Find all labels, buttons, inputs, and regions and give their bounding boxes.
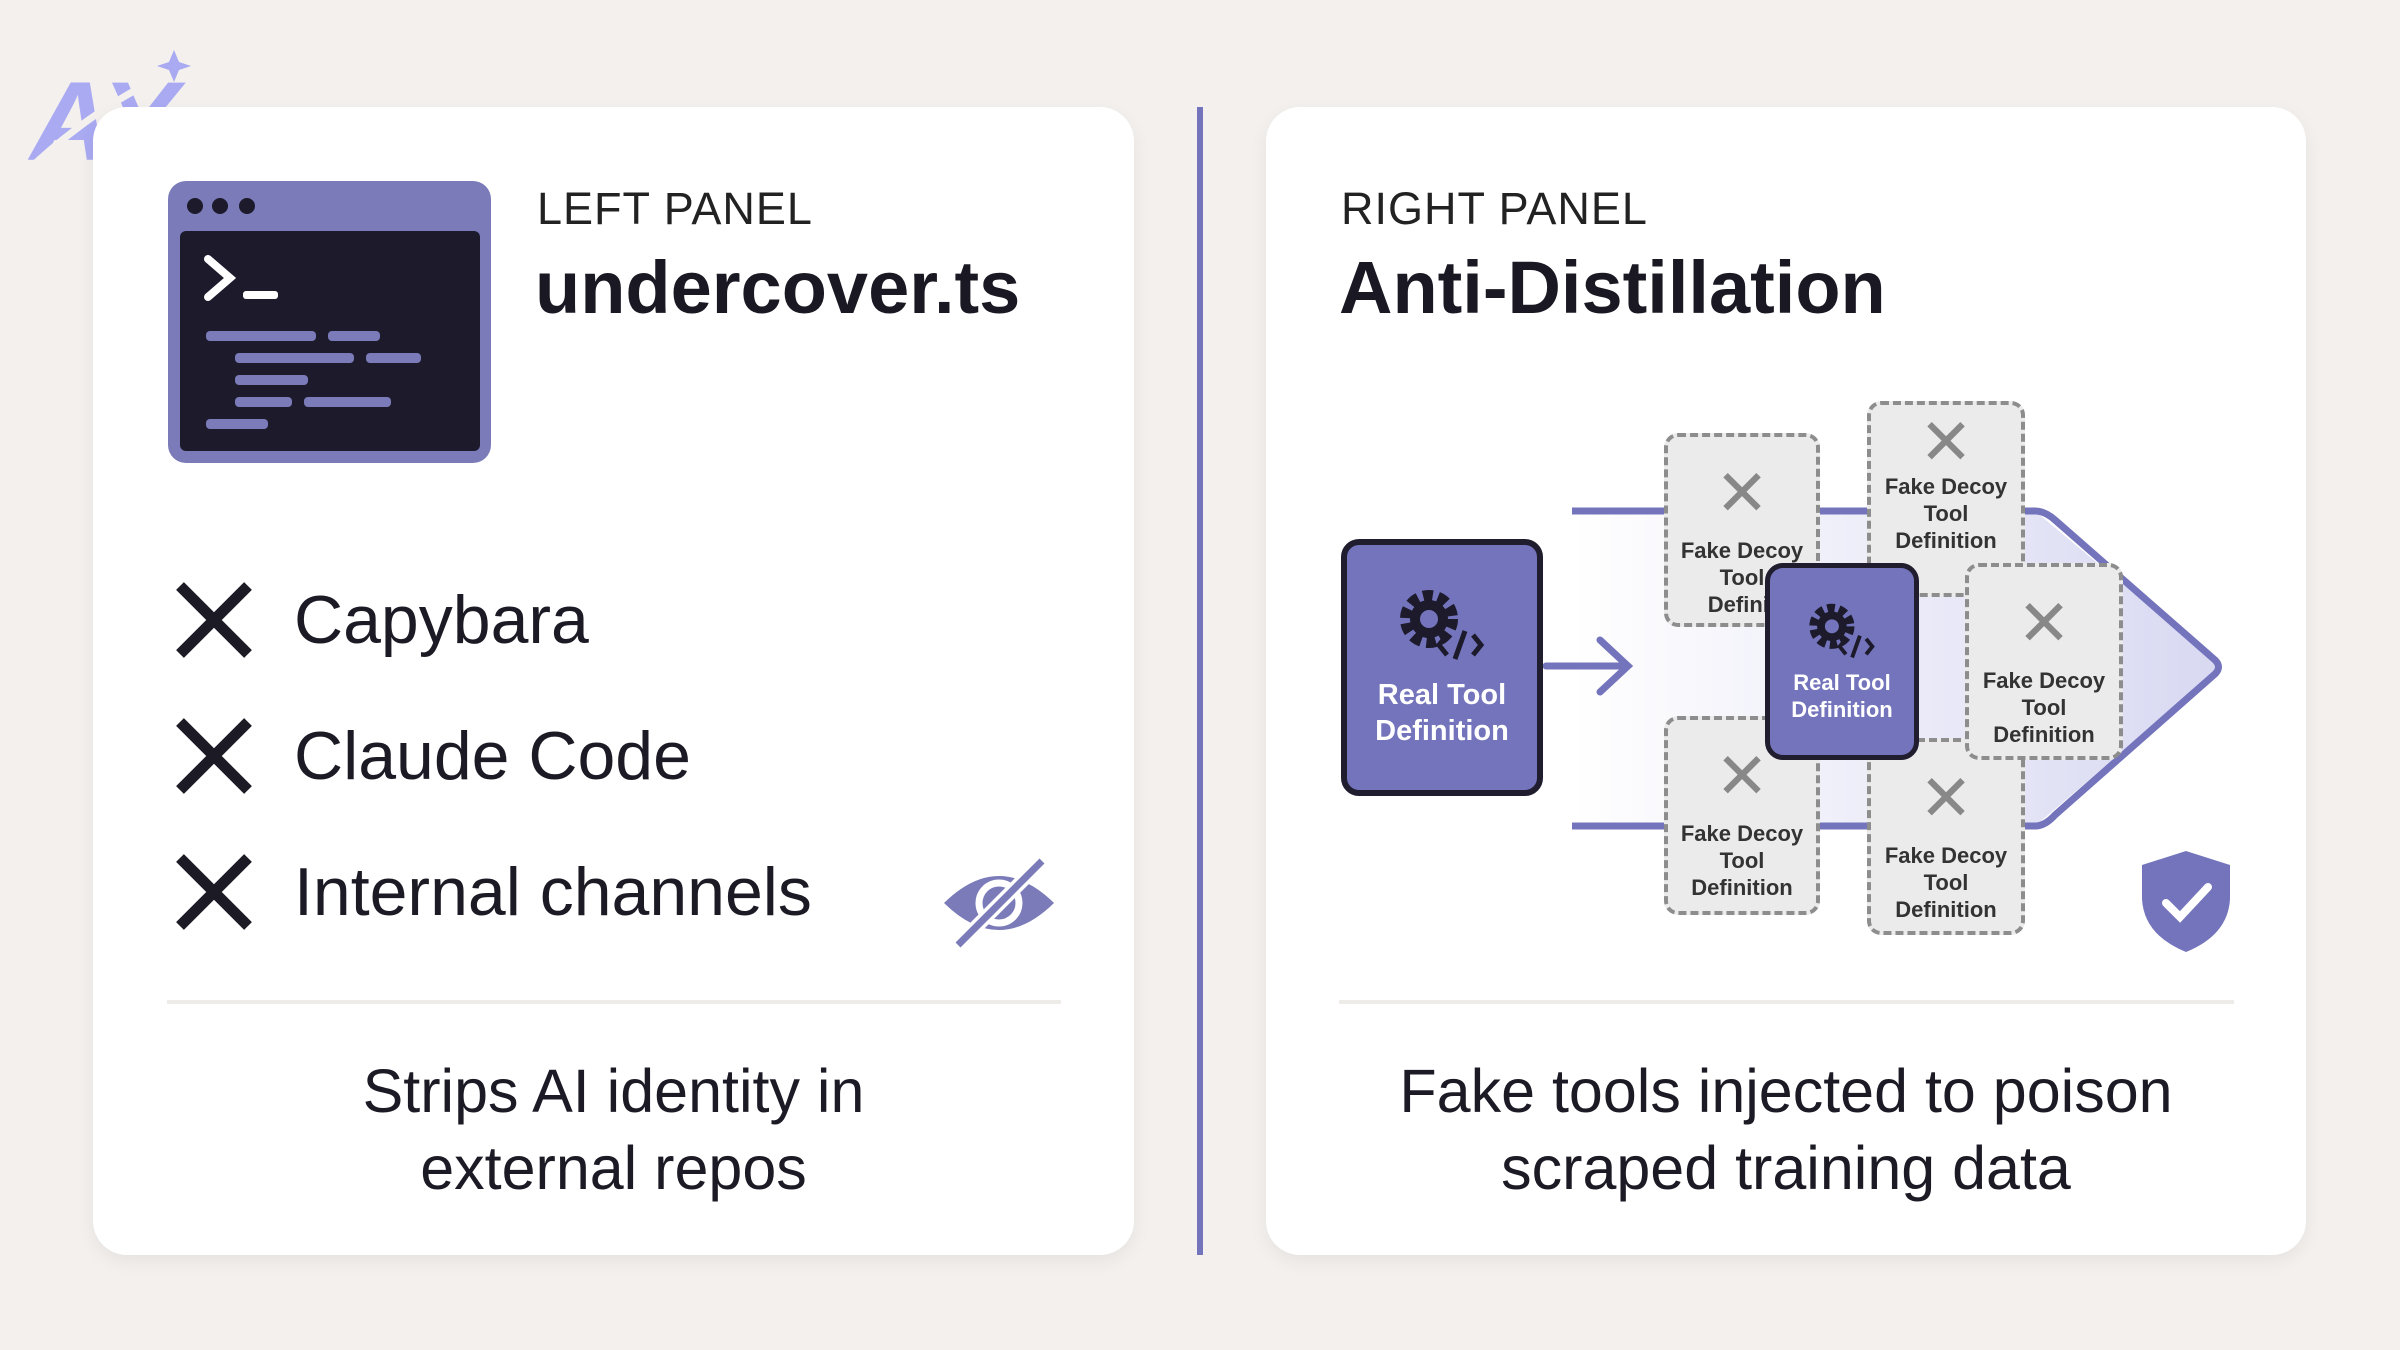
left-panel-title: undercover.ts bbox=[535, 246, 1021, 329]
fake-label: Fake Decoy bbox=[1884, 474, 2008, 499]
left-panel-label: LEFT PANEL bbox=[537, 183, 813, 234]
fake-label: Definition bbox=[1895, 528, 1997, 553]
list-item: Internal channels bbox=[174, 842, 812, 942]
fake-label: Tool bbox=[1923, 501, 1969, 526]
fake-label: Fake Decoy bbox=[1680, 538, 1804, 563]
x-icon bbox=[176, 718, 252, 794]
fake-label: Definition bbox=[1895, 897, 1997, 922]
removed-names-list: Capybara Claude Code Internal channels bbox=[174, 570, 812, 942]
right-panel-caption: Fake tools injected to poison scraped tr… bbox=[1266, 1053, 2306, 1207]
item-label: Claude Code bbox=[294, 718, 691, 794]
real-tool-label: Real Tool bbox=[1793, 669, 1891, 695]
x-icon bbox=[176, 854, 252, 930]
fake-label: Tool bbox=[1719, 848, 1765, 873]
list-item: Claude Code bbox=[174, 706, 812, 806]
fake-label: Tool bbox=[2021, 695, 2067, 720]
list-item: Capybara bbox=[174, 570, 812, 670]
fake-label: Fake Decoy bbox=[1680, 821, 1804, 846]
arrow-right-icon bbox=[1542, 636, 1634, 696]
fake-label: Fake Decoy bbox=[1982, 668, 2106, 693]
right-panel-title: Anti-Distillation bbox=[1339, 246, 1886, 329]
real-tool-label: Real Tool bbox=[1377, 678, 1507, 711]
left-panel-caption: Strips AI identity in external repos bbox=[93, 1053, 1134, 1207]
x-icon: ✕ bbox=[1919, 762, 1973, 834]
real-tool-card-hidden: Real Tool Definition bbox=[1765, 563, 1919, 760]
real-tool-label: Definition bbox=[1791, 696, 1893, 722]
panel-divider bbox=[1197, 107, 1203, 1255]
fake-label: Tool bbox=[1923, 870, 1969, 895]
fake-label: Definition bbox=[1691, 875, 1793, 900]
caption-line: external repos bbox=[420, 1134, 807, 1202]
fake-label: Fake Decoy bbox=[1884, 843, 2008, 868]
caption-line: scraped training data bbox=[1501, 1134, 2071, 1202]
fake-label: Definit bbox=[1707, 592, 1777, 617]
item-label: Capybara bbox=[294, 582, 589, 658]
gear-code-icon bbox=[1400, 589, 1485, 660]
fake-label: Tool bbox=[1719, 565, 1765, 590]
real-tool-label: Definition bbox=[1375, 714, 1509, 747]
item-label: Internal channels bbox=[294, 854, 812, 930]
divider bbox=[167, 1000, 1061, 1004]
real-tool-card: Real Tool Definition bbox=[1341, 539, 1543, 796]
right-panel-label: RIGHT PANEL bbox=[1341, 183, 1648, 234]
fake-label: Definition bbox=[1993, 722, 2095, 747]
caption-line: Fake tools injected to poison bbox=[1399, 1057, 2173, 1125]
x-icon bbox=[176, 582, 252, 658]
x-icon: ✕ bbox=[1715, 457, 1769, 529]
x-icon: ✕ bbox=[2017, 587, 2071, 659]
x-icon: ✕ bbox=[1919, 406, 1973, 478]
caption-line: Strips AI identity in bbox=[362, 1057, 865, 1125]
terminal-icon bbox=[168, 181, 491, 463]
eye-slash-icon bbox=[944, 856, 1054, 950]
gear-code-icon bbox=[1809, 603, 1875, 658]
divider bbox=[1339, 1000, 2234, 1004]
x-icon: ✕ bbox=[1715, 740, 1769, 812]
star-icon bbox=[157, 50, 191, 82]
shield-check-icon bbox=[2142, 851, 2230, 952]
